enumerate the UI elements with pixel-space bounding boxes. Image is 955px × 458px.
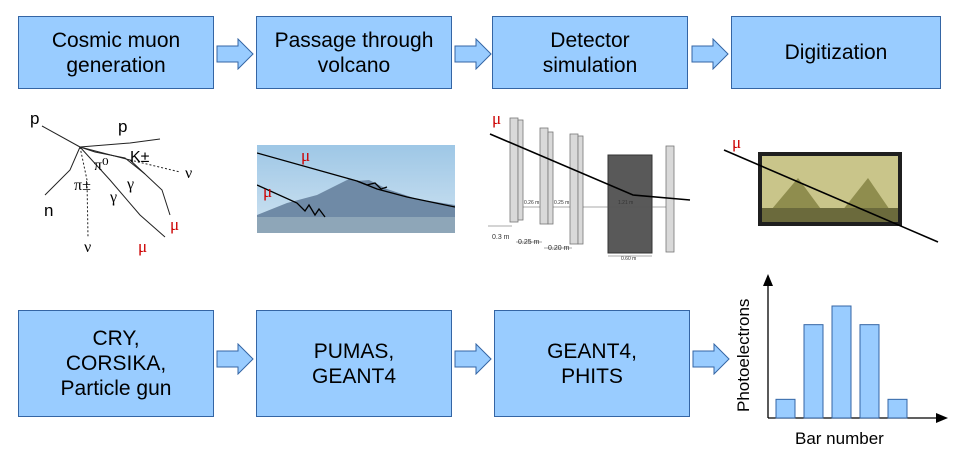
dim-6: 0.60 m (621, 256, 636, 262)
dim-3: 0.3 m (492, 234, 510, 241)
dim-5: 0.20 m (548, 245, 570, 252)
label-pi-pm: π± (74, 177, 91, 194)
tool-box-transport: PUMAS, GEANT4 (256, 310, 452, 417)
histogram-bar-4 (859, 324, 880, 419)
histogram-bar-2 (803, 324, 824, 419)
air-shower-diagram: p p n π⁰ K± π± γ γ ν ν μ μ (30, 109, 192, 256)
label-mu-2: μ (138, 237, 147, 256)
tool-box-generators: CRY, CORSIKA, Particle gun (18, 310, 214, 417)
label-kaon: K± (130, 149, 150, 166)
label-p-in: p (30, 109, 39, 128)
dim-0: 0.26 m (524, 200, 539, 206)
arrow-bottom-3 (692, 343, 730, 375)
histogram-bar-1 (775, 398, 796, 419)
arrow-bottom-2 (454, 343, 492, 375)
histogram-x-label: Bar number (795, 429, 884, 448)
stage-box-detector-simulation: Detector simulation (492, 16, 688, 89)
tool-box-detector-sim: GEANT4, PHITS (494, 310, 690, 417)
volcano-photo: μ μ (257, 145, 455, 233)
dim-2: 1.21 m (618, 200, 633, 206)
label-nu-1: ν (185, 165, 192, 182)
arrow-bottom-1 (216, 343, 254, 375)
detector-geometry: μ 0.26 m 0.25 m 1.21 m 0.3 m 0.25 m 0.20… (488, 109, 691, 262)
dim-4: 0.25 m (518, 239, 540, 246)
stage-box-muon-generation: Cosmic muon generation (18, 16, 214, 89)
absorber-block (607, 154, 653, 254)
arrow-top-2 (454, 38, 492, 70)
label-gamma-2: γ (126, 176, 134, 193)
photoelectron-histogram: Photoelectrons Bar number (734, 274, 948, 448)
arrow-top-1 (216, 38, 254, 70)
label-mu-1: μ (170, 215, 179, 234)
stage-box-digitization: Digitization (731, 16, 941, 89)
histogram-bar-3 (831, 305, 852, 419)
detector-bar-1 (509, 117, 519, 223)
arrow-top-3 (691, 38, 729, 70)
digitization-photo: μ (723, 133, 939, 243)
label-gamma-1: γ (109, 189, 117, 206)
volcano-mu-2: μ (263, 182, 272, 201)
label-pi0: π⁰ (94, 157, 109, 174)
digit-mu: μ (732, 133, 741, 152)
volcano-mu-1: μ (301, 146, 310, 165)
dim-1: 0.25 m (554, 200, 569, 206)
histogram-y-label: Photoelectrons (734, 299, 753, 412)
label-n: n (44, 201, 53, 220)
detector-mu: μ (492, 109, 501, 128)
label-p-out: p (118, 117, 127, 136)
histogram-bar-5 (887, 398, 908, 419)
stage-box-volcano-passage: Passage through volcano (256, 16, 452, 89)
label-nu-2: ν (84, 239, 91, 256)
